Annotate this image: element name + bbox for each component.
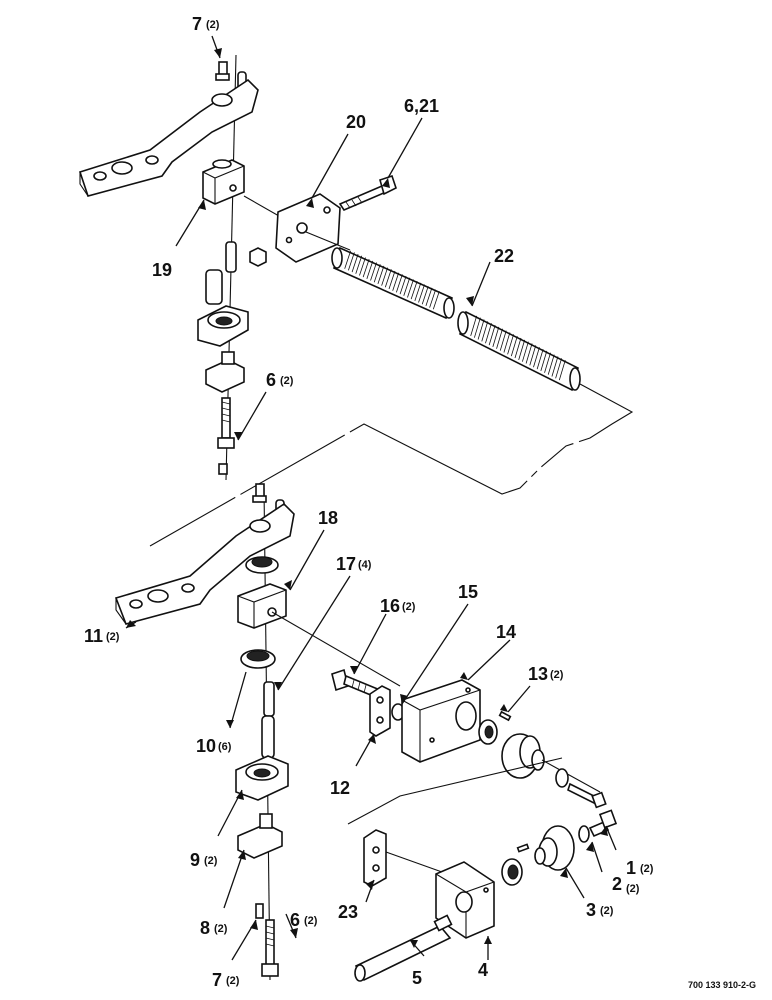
callout-17-qty: (4) — [358, 559, 372, 571]
shaft-assembly — [149, 174, 634, 547]
upper-assembly — [78, 54, 259, 481]
callout-6-21: 6,21 — [404, 96, 439, 116]
bushing-17b — [261, 715, 275, 759]
leader-lines — [125, 35, 617, 961]
bevel-gear-3 — [534, 825, 575, 871]
bearing-10 — [240, 649, 276, 669]
drawing-number: 700 133 910-2-G — [688, 980, 756, 990]
callout-16-qty: (2) — [402, 601, 416, 613]
callout-4: 4 — [478, 960, 488, 980]
bushing-upper-2 — [205, 269, 223, 305]
shaft-5 — [354, 914, 453, 982]
bolt-1 — [588, 809, 618, 838]
callout-11: 11 — [84, 626, 103, 646]
callout-2-qty: (2) — [626, 883, 640, 895]
gearbox-assembly — [331, 668, 607, 809]
callout-7-top: 7 — [192, 14, 202, 34]
callout-10-qty: (6) — [218, 741, 232, 753]
callout-9: 9 — [190, 850, 200, 870]
callout-8: 8 — [200, 918, 210, 938]
leader-arrows — [126, 48, 608, 948]
callout-11-qty: (2) — [106, 631, 120, 643]
callout-22: 22 — [494, 246, 514, 266]
callout-6-top: 6 — [266, 370, 276, 390]
grease-fitting-lower — [252, 483, 267, 503]
gearbox-4 — [435, 861, 495, 939]
block-18 — [237, 583, 287, 629]
callout-5: 5 — [412, 968, 422, 988]
callout-17: 17 — [336, 554, 356, 574]
callout-3: 3 — [586, 900, 596, 920]
callout-6-bottom: 6 — [290, 910, 300, 930]
callout-8-qty: (2) — [214, 923, 228, 935]
callout-1: 1 — [626, 858, 636, 878]
callout-2: 2 — [612, 874, 622, 894]
bushing-upper — [225, 241, 237, 273]
threaded-shaft-22a — [331, 246, 455, 320]
bevel-gear-upper — [501, 733, 545, 779]
cam-upper — [197, 305, 249, 347]
nut-upper — [218, 463, 228, 475]
block-19 — [202, 159, 245, 205]
clamp-8 — [237, 813, 283, 859]
key-lower — [516, 843, 530, 853]
washer-2 — [578, 825, 590, 843]
key-13 — [498, 710, 512, 722]
callout-3-qty: (2) — [600, 905, 614, 917]
cam-9 — [235, 755, 289, 801]
connection-line-lower — [347, 757, 563, 825]
callout-9-qty: (2) — [204, 855, 218, 867]
shaft-threads — [344, 250, 566, 381]
grease-fitting-7-lower — [255, 903, 264, 919]
callout-10: 10 — [196, 736, 216, 756]
bearing-10-top — [245, 556, 279, 574]
callout-6-bottom-qty: (2) — [304, 915, 318, 927]
callout-7-top-qty: (2) — [206, 19, 220, 31]
bolt-upper — [217, 397, 235, 449]
callout-12: 12 — [330, 778, 350, 798]
callout-20: 20 — [346, 112, 366, 132]
callout-15: 15 — [458, 582, 478, 602]
callout-16: 16 — [380, 596, 400, 616]
callout-23: 23 — [338, 902, 358, 922]
clamp-upper — [205, 351, 245, 393]
callout-18: 18 — [318, 508, 338, 528]
callout-7-bottom: 7 — [212, 970, 222, 990]
lower-gearbox-assembly — [347, 757, 618, 982]
threaded-shaft-22b — [457, 310, 581, 392]
connection-line-shaft — [149, 383, 634, 547]
callout-13: 13 — [528, 664, 548, 684]
grease-fitting-top — [215, 61, 230, 81]
bushing-17a — [263, 681, 275, 717]
callout-13-qty: (2) — [550, 669, 564, 681]
lower-assembly — [114, 483, 401, 981]
callout-19: 19 — [152, 260, 172, 280]
callout-labels: 7 (2) 19 20 6,21 22 6 (2) 18 17 (4) 11 (… — [84, 14, 756, 990]
callout-7-bottom-qty: (2) — [226, 975, 240, 987]
gearbox-14 — [401, 679, 481, 763]
bolt-6-lower — [261, 919, 279, 977]
callout-1-qty: (2) — [640, 863, 654, 875]
washer-gear-upper — [555, 768, 569, 788]
bracket-23 — [363, 829, 387, 887]
callout-6-top-qty: (2) — [280, 375, 294, 387]
callout-14: 14 — [496, 622, 516, 642]
bracket-12 — [369, 685, 391, 737]
hex-nut-20 — [249, 247, 267, 267]
